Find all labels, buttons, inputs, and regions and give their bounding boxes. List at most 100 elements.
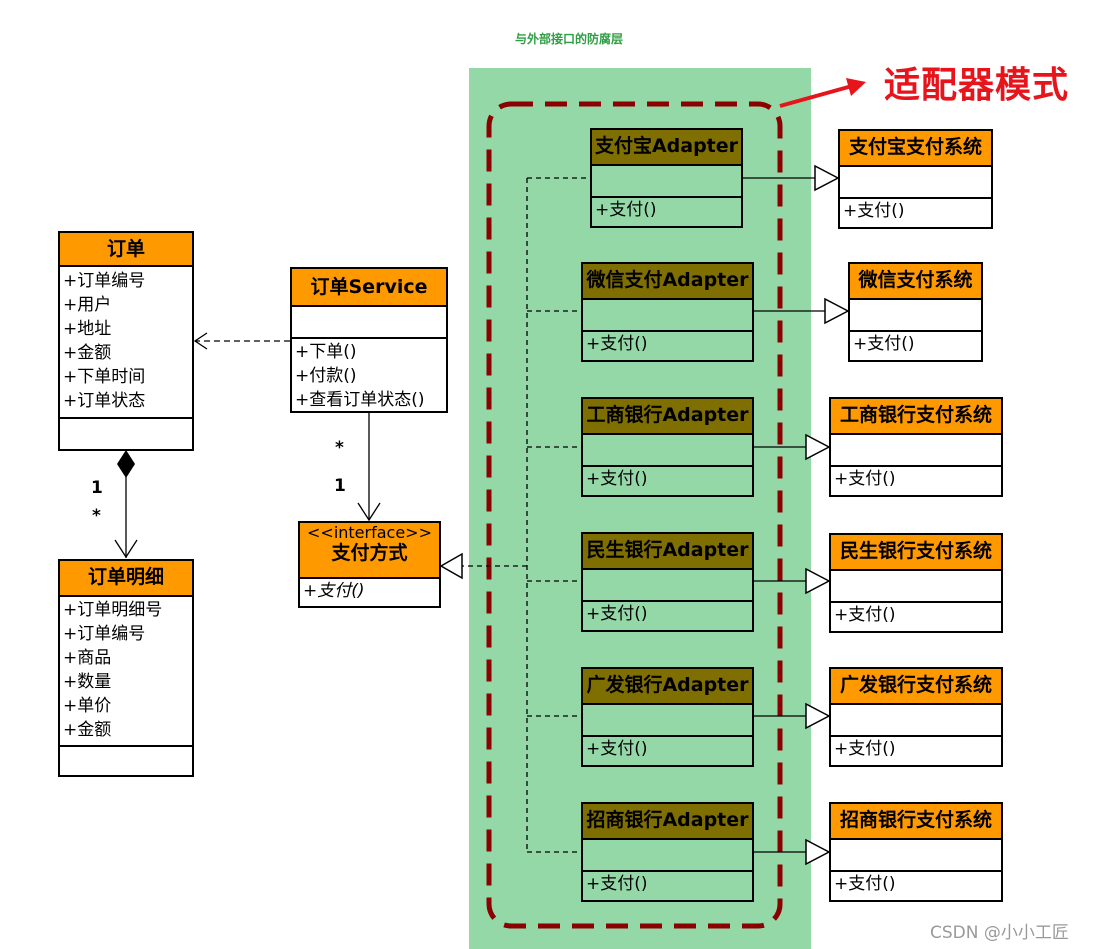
adapter-method: +支付() (586, 874, 648, 894)
adapter-system-arrowhead-cmb (805, 838, 831, 866)
adapter-methods: +支付() (592, 198, 741, 222)
order-attribute: +用户 (63, 295, 112, 315)
system-name: 支付宝支付系统 (840, 131, 991, 167)
system-methods: +支付() (840, 199, 991, 223)
system-name: 招商银行支付系统 (831, 804, 1001, 840)
system-name: 广发银行支付系统 (831, 669, 1001, 705)
order-detail-attribute: +数量 (63, 672, 112, 692)
order-detail-attributes: +订单明细号 +订单编号 +商品 +数量 +单价 +金额 (60, 597, 192, 747)
order-detail-class: 订单明细 +订单明细号 +订单编号 +商品 +数量 +单价 +金额 (58, 559, 194, 777)
adapter-class-cgb: 广发银行Adapter +支付() (581, 667, 754, 767)
adapter-system-arrowhead-icbc (805, 433, 831, 461)
system-attributes (831, 840, 1001, 872)
multiplicity-order: 1 (91, 478, 103, 498)
composition-arrowhead (114, 539, 138, 559)
adapter-methods: +支付() (583, 737, 752, 761)
order-attribute: +订单编号 (63, 271, 146, 291)
order-class-name: 订单 (60, 233, 192, 267)
order-service-method: +查看订单状态() (295, 390, 425, 410)
realization-arrowhead (439, 552, 463, 580)
adapter-method: +支付() (586, 334, 648, 354)
order-attribute: +订单状态 (63, 391, 146, 411)
adapter-class-wechat: 微信支付Adapter +支付() (581, 262, 754, 362)
order-attribute: +下单时间 (63, 367, 146, 387)
system-class-icbc: 工商银行支付系统 +支付() (829, 397, 1003, 497)
pattern-label-arrowhead (846, 78, 866, 96)
payment-interface-header: <<interface>> 支付方式 (300, 523, 439, 579)
multiplicity-interface: 1 (334, 476, 346, 496)
order-service-class-name: 订单Service (292, 269, 446, 307)
system-name: 工商银行支付系统 (831, 399, 1001, 435)
order-service-method: +付款() (295, 366, 357, 386)
diagram-title: 与外部接口的防腐层 (514, 32, 623, 46)
system-attributes (850, 300, 981, 332)
system-methods: +支付() (831, 603, 1001, 627)
adapter-attributes (592, 166, 741, 198)
order-service-method: +下单() (295, 342, 357, 362)
system-method: +支付() (834, 739, 896, 759)
system-methods: +支付() (831, 467, 1001, 491)
system-method: +支付() (834, 605, 896, 625)
adapter-methods: +支付() (583, 602, 752, 626)
system-class-alipay: 支付宝支付系统 +支付() (838, 129, 993, 229)
order-detail-attribute: +订单明细号 (63, 600, 163, 620)
adapter-system-arrowhead-cgb (805, 702, 831, 730)
system-method: +支付() (843, 201, 905, 221)
interface-stereotype: <<interface>> (307, 523, 432, 542)
order-attributes: +订单编号 +用户 +地址 +金额 +下单时间 +订单状态 (60, 267, 192, 419)
service-interface-arrowhead (357, 502, 381, 522)
system-class-cmbc: 民生银行支付系统 +支付() (829, 533, 1003, 633)
system-methods: +支付() (850, 332, 981, 356)
system-name: 民生银行支付系统 (831, 535, 1001, 571)
system-attributes (831, 705, 1001, 737)
order-service-methods: +下单() +付款() +查看订单状态() (292, 339, 446, 412)
adapter-name: 支付宝Adapter (592, 130, 741, 166)
composition-diamond (117, 450, 135, 478)
system-class-wechat: 微信支付系统 +支付() (848, 262, 983, 362)
multiplicity-detail: * (92, 506, 101, 526)
watermark: CSDN @小小工匠 (930, 923, 1069, 943)
adapter-attributes (583, 705, 752, 737)
adapter-name: 微信支付Adapter (583, 264, 752, 300)
adapter-attributes (583, 435, 752, 467)
adapter-pattern-boundary (486, 101, 783, 929)
order-class: 订单 +订单编号 +用户 +地址 +金额 +下单时间 +订单状态 (58, 231, 194, 451)
order-attribute: +地址 (63, 319, 112, 339)
adapter-method: +支付() (586, 604, 648, 624)
adapter-attributes (583, 570, 752, 602)
system-method: +支付() (834, 469, 896, 489)
order-service-attributes (292, 307, 446, 339)
pattern-label-arrow (779, 84, 853, 108)
adapter-name: 工商银行Adapter (583, 399, 752, 435)
order-detail-attribute: +单价 (63, 696, 112, 716)
adapter-method: +支付() (586, 739, 648, 759)
adapter-methods: +支付() (583, 467, 752, 491)
order-detail-attribute: +商品 (63, 648, 112, 668)
adapter-system-arrowhead-wechat (824, 297, 850, 325)
system-method: +支付() (834, 874, 896, 894)
order-detail-class-name: 订单明细 (60, 561, 192, 597)
adapter-method: +支付() (595, 200, 657, 220)
adapter-pattern-label: 适配器模式 (884, 65, 1070, 106)
adapter-attributes (583, 300, 752, 332)
system-attributes (840, 167, 991, 199)
order-service-class: 订单Service +下单() +付款() +查看订单状态() (290, 267, 448, 413)
adapter-class-cmb: 招商银行Adapter +支付() (581, 802, 754, 902)
adapter-attributes (583, 840, 752, 872)
adapter-name: 广发银行Adapter (583, 669, 752, 705)
multiplicity-service: * (335, 438, 344, 458)
system-class-cmb: 招商银行支付系统 +支付() (829, 802, 1003, 902)
service-order-dependency-arrowhead (193, 332, 208, 350)
payment-interface-methods: +支付() (300, 579, 439, 603)
adapter-method: +支付() (586, 469, 648, 489)
adapter-system-arrowhead-alipay (814, 164, 840, 192)
adapter-class-alipay: 支付宝Adapter +支付() (590, 128, 743, 228)
system-methods: +支付() (831, 872, 1001, 896)
system-methods: +支付() (831, 737, 1001, 761)
adapter-class-cmbc: 民生银行Adapter +支付() (581, 532, 754, 632)
order-detail-attribute: +订单编号 (63, 624, 146, 644)
adapter-methods: +支付() (583, 872, 752, 896)
payment-interface-name: 支付方式 (331, 542, 408, 564)
payment-interface-class: <<interface>> 支付方式 +支付() (298, 521, 441, 608)
